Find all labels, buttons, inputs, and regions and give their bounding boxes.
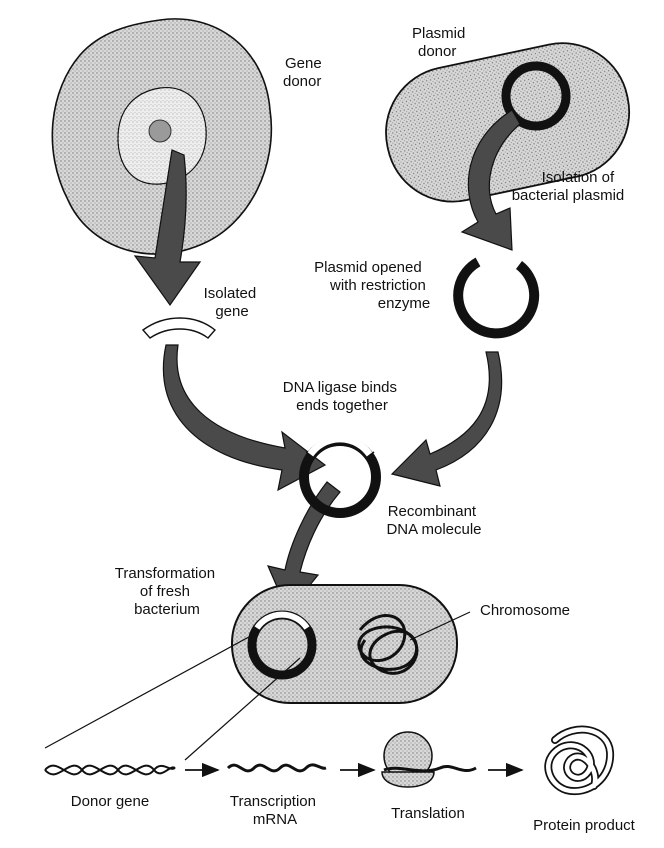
- label-chromosome: Chromosome: [480, 602, 570, 619]
- label-plasmid-opened: Plasmid opened with restriction enzyme: [314, 259, 430, 312]
- leader-gene-left: [44, 631, 259, 749]
- label-gene-donor: Gene donor: [283, 55, 326, 90]
- nucleolus: [148, 119, 172, 143]
- donor-plasmid-ring: [501, 61, 571, 131]
- leader-chromosome: [409, 611, 471, 641]
- label-translation: Translation: [391, 805, 465, 822]
- donor-gene-helix: [44, 764, 176, 776]
- bacterial-chromosome: [357, 614, 419, 675]
- label-protein-product: Protein product: [533, 817, 636, 834]
- label-isolation-of-plasmid: Isolation of bacterial plasmid: [512, 169, 625, 204]
- label-plasmid-donor: Plasmid donor: [412, 25, 470, 60]
- label-transformation: Transformation of fresh bacterium: [115, 565, 219, 618]
- recombinant-dna-molecule: [299, 435, 381, 518]
- isolated-gene-fragment: [141, 317, 217, 339]
- protein-product: [544, 725, 615, 796]
- label-dna-ligase: DNA ligase binds ends together: [283, 379, 401, 414]
- label-isolated-gene: Isolated gene: [204, 285, 261, 320]
- arrow-plasmid-to-ligase: [390, 351, 503, 487]
- fresh-bacterium: [231, 584, 458, 704]
- opened-plasmid: [453, 257, 540, 339]
- arrow-gene-isolation: [133, 149, 202, 307]
- ribosome: [381, 731, 477, 788]
- mrna-strand: [226, 763, 327, 773]
- arrow-plasmid-isolation: [460, 109, 521, 251]
- arrow-gene-to-ligase: [162, 344, 327, 492]
- label-recombinant-dna: Recombinant DNA molecule: [386, 503, 481, 538]
- label-donor-gene: Donor gene: [71, 793, 149, 810]
- leader-gene-right: [184, 657, 301, 761]
- label-transcription-mrna: Transcription mRNA: [230, 793, 320, 828]
